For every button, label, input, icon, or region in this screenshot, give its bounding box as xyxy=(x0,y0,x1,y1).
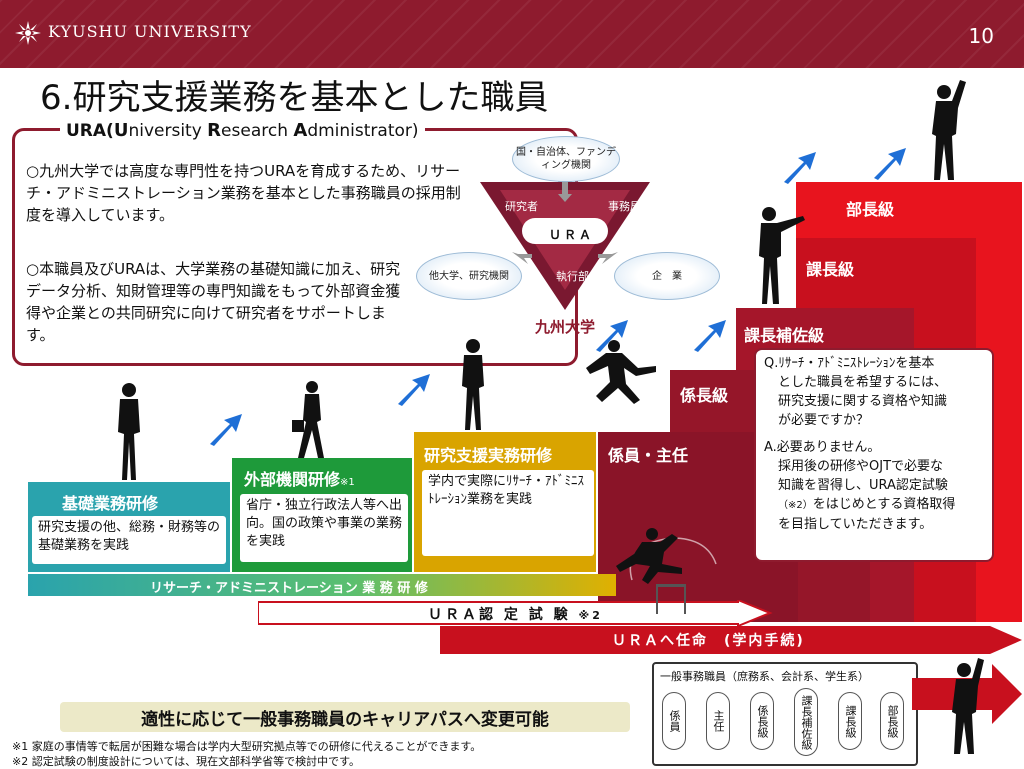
woman-phone-icon xyxy=(462,339,484,430)
qa-answer-2: 採用後の研修やOJTで必要な xyxy=(778,459,944,474)
step-kenkyu-shien-label: 研究支援実務研修 xyxy=(424,446,553,465)
qa-answer-4: （※2）をはじめとする資格取得 xyxy=(778,497,956,512)
training-arrow-label: リサーチ・アドミニストレーション 業 務 研 修 xyxy=(150,580,428,596)
qa-question-2: とした職員を希望するには、 xyxy=(778,375,948,390)
qa-box: Q.ﾘｻｰﾁ・ｱﾄﾞﾐﾆｽﾄﾚｰｼｮﾝを基本 とした職員を希望するには、 研究支… xyxy=(754,348,994,562)
step-gaibu-kikan-note: 省庁・独立行政法人等へ出向。国の政策や事業の業務を実践 xyxy=(240,494,408,562)
qa-answer-5: を目指していただきます。 xyxy=(778,517,933,532)
university-emblem-icon xyxy=(15,21,41,45)
node-ura: ＵＲＡ xyxy=(549,228,595,242)
node-researcher: 研究者 xyxy=(505,200,538,213)
ura-heading: URA(University Research Administrator) xyxy=(60,120,425,141)
page-number: 10 xyxy=(968,24,994,48)
qa-question-3: 研究支援に関する資格や知識 xyxy=(778,394,948,409)
general-staff-career-box xyxy=(652,662,918,766)
ura-description-box xyxy=(12,128,578,366)
step-kacho-label: 課長級 xyxy=(806,260,855,279)
progress-arrow-icon-1 xyxy=(210,414,242,446)
step-kenkyu-shien-note: 学内で実際にﾘｻｰﾁ・ｱﾄﾞﾐﾆｽﾄﾚｰｼｮﾝ業務を実践 xyxy=(422,470,594,556)
node-other-universities: 他大学、研究機関 xyxy=(416,252,522,300)
step-kacho-hosa-label: 課長補佐級 xyxy=(744,326,825,345)
footnote-1: ※1 家庭の事情等で転居が困難な場合は学内大型研究拠点等での研修に代えることがで… xyxy=(12,740,482,753)
progress-arrow-icon-6 xyxy=(874,148,906,180)
node-kyushu-university: 九州大学 xyxy=(535,318,596,336)
ura-paragraph-2: ○本職員及びURAは、大学業務の基礎知識に加え、研究データ分析、知財管理等の専門… xyxy=(26,260,401,344)
qa-answer-1: A.必要ありません。 xyxy=(764,440,881,455)
step-bucho-label: 部長級 xyxy=(846,200,895,219)
header-bar xyxy=(0,0,1024,68)
career-item-kacho: 課長級 xyxy=(838,692,862,750)
qa-question-1: Q.ﾘｻｰﾁ・ｱﾄﾞﾐﾆｽﾄﾚｰｼｮﾝを基本 xyxy=(764,356,935,371)
step-kakaricho-label: 係長級 xyxy=(680,386,729,405)
training-arrow xyxy=(28,574,616,596)
career-item-kakari-in: 係員 xyxy=(662,692,686,750)
progress-arrow-icon-5 xyxy=(784,152,816,184)
career-item-kakaricho: 係長級 xyxy=(750,692,774,750)
exam-arrow-label: ＵＲＡ認 定 試 験 ※2 xyxy=(428,607,603,623)
career-item-bucho: 部長級 xyxy=(880,692,904,750)
man-raising-arm-icon xyxy=(932,80,966,180)
progress-arrow-icon-3 xyxy=(596,320,628,352)
ura-triangle-diagram xyxy=(480,174,650,310)
step-kiso-gyomu-note: 研究支援の他、総務・財務等の基礎業務を実践 xyxy=(32,516,226,564)
node-office: 事務局 xyxy=(608,200,641,213)
career-item-shunin: 主任 xyxy=(706,692,730,750)
node-companies: 企 業 xyxy=(614,252,720,300)
page-title: 6.研究支援業務を基本とした職員 xyxy=(40,78,549,118)
man-career-raising-arm-icon xyxy=(952,658,984,754)
university-name: KYUSHU UNIVERSITY xyxy=(48,22,252,41)
qa-question-4: が必要ですか？ xyxy=(778,413,870,428)
progress-arrow-icon-4 xyxy=(694,320,726,352)
walking-man-icon xyxy=(292,381,324,458)
appointment-arrow-label: ＵＲＡへ任命 (学内手続) xyxy=(612,633,805,649)
woman-pointing-icon xyxy=(759,207,805,304)
woman-standing-icon xyxy=(118,383,140,480)
step-gaibu-kikan-label: 外部機関研修※1 xyxy=(244,470,355,489)
step-kakari-in-label: 係員・主任 xyxy=(608,446,689,465)
qa-answer-3: 知識を習得し、URA認定試験 xyxy=(778,478,948,493)
progress-arrow-icon-2 xyxy=(398,374,430,406)
jumping-man-icon xyxy=(586,340,656,404)
career-item-kacho-hosa: 課長補佐級 xyxy=(794,688,818,756)
ura-paragraph-1: ○九州大学では高度な専門性を持つURAを育成するため、リサーチ・アドミニストレー… xyxy=(26,162,461,224)
hurdle-jumper-icon xyxy=(616,528,717,614)
node-executive: 執行部 xyxy=(556,270,589,283)
general-staff-title: 一般事務職員（庶務系、会計系、学生系） xyxy=(660,670,869,683)
exam-arrow xyxy=(258,600,773,626)
node-government: 国・自治体、ファンディング機関 xyxy=(512,136,620,182)
step-kiso-gyomu-label: 基礎業務研修 xyxy=(62,494,159,513)
career-change-banner: 適性に応じて一般事務職員のキャリアパスへ変更可能 xyxy=(60,702,630,732)
footnote-2: ※2 認定試験の制度設計については、現在文部科学省等で検討中です。 xyxy=(12,755,361,768)
appointment-arrow xyxy=(440,626,1022,654)
